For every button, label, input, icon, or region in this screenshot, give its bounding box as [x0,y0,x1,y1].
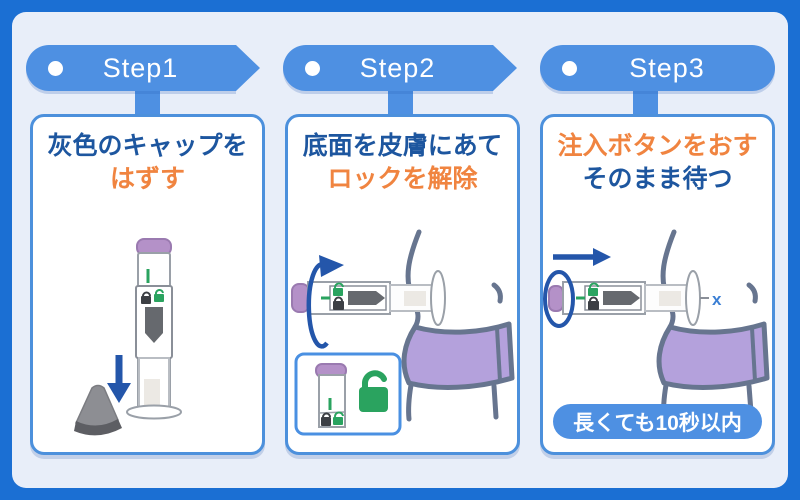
rotate-unlock-arrow-icon [306,255,344,349]
pen-base-flange [430,270,446,326]
step3-title-line1: 注入ボタンをおす [557,132,758,160]
step2-panel: 底面を皮膚にあて ロックを解除 [285,114,520,455]
unlock-inset [294,352,402,436]
press-direction-arrow-icon [553,248,611,266]
unlocked-icon [154,289,164,302]
step3-title: 注入ボタンをおす そのまま待つ [543,130,772,196]
step2-banner-label: Step2 [359,53,436,83]
step3-banner: Step3 [540,45,775,91]
step2-illustration [291,229,515,436]
sleeve [656,321,770,390]
plunger-window [603,291,640,305]
arm-illustration [656,229,770,422]
unlocked-icon [333,411,344,425]
plunger-window [145,307,163,343]
step1-banner: Step1 [26,45,260,91]
skin-contact-mark: x [700,290,722,309]
step2-title-line1: 底面を皮膚にあて [302,132,503,160]
arm-illustration [401,229,515,422]
step2-banner: Step2 [283,45,517,91]
mini-pen-top [315,363,347,428]
elbow-mark [746,282,758,304]
step1-illustration [74,238,182,436]
locked-icon [141,291,151,304]
step1-panel: 灰色のキャップを はずす [30,114,265,455]
injection-button [291,283,310,313]
plunger-window [348,291,385,305]
step1-banner-label: Step1 [102,53,179,83]
step1-bullet-icon [48,60,63,76]
locked-icon [333,296,344,310]
step2-title-line2: ロックを解除 [327,165,478,193]
pen-base-flange [126,404,182,420]
step3-panel: 注入ボタンをおす そのまま待つ [540,114,775,455]
injection-pen-horizontal [291,270,446,326]
unlocked-icon [333,282,344,296]
removed-gray-cap [74,384,122,436]
locked-icon [321,412,331,426]
step2-banner-arrow-icon [493,45,517,91]
pen-base-flange [685,270,701,326]
button-highlight-circle [543,270,575,328]
step2-bullet-icon [305,60,320,76]
open-padlock-icon [359,370,388,412]
step3-banner-label: Step3 [629,53,705,83]
duration-badge: 長くても10秒以内 [553,404,762,439]
step1-banner-arrow-icon [236,45,260,91]
injection-button-pressed [548,285,564,312]
x-mark-label: x [712,290,722,309]
sleeve [401,321,515,390]
remove-direction-arrow-icon [107,355,131,403]
step3-illustration: x [543,229,770,422]
injection-pen-horizontal [548,270,701,326]
elbow-mark [491,282,503,304]
step2-title: 底面を皮膚にあて ロックを解除 [288,130,517,196]
locked-icon [588,296,599,310]
step1-title-line2: はずす [109,165,185,193]
step3-bullet-icon [562,60,577,76]
step1-title: 灰色のキャップを はずす [33,130,262,196]
step1-title-line1: 灰色のキャップを [47,132,248,160]
unlocked-icon [588,282,599,296]
step3-title-line2: そのまま待つ [582,165,733,193]
injection-pen-upright [126,238,182,420]
